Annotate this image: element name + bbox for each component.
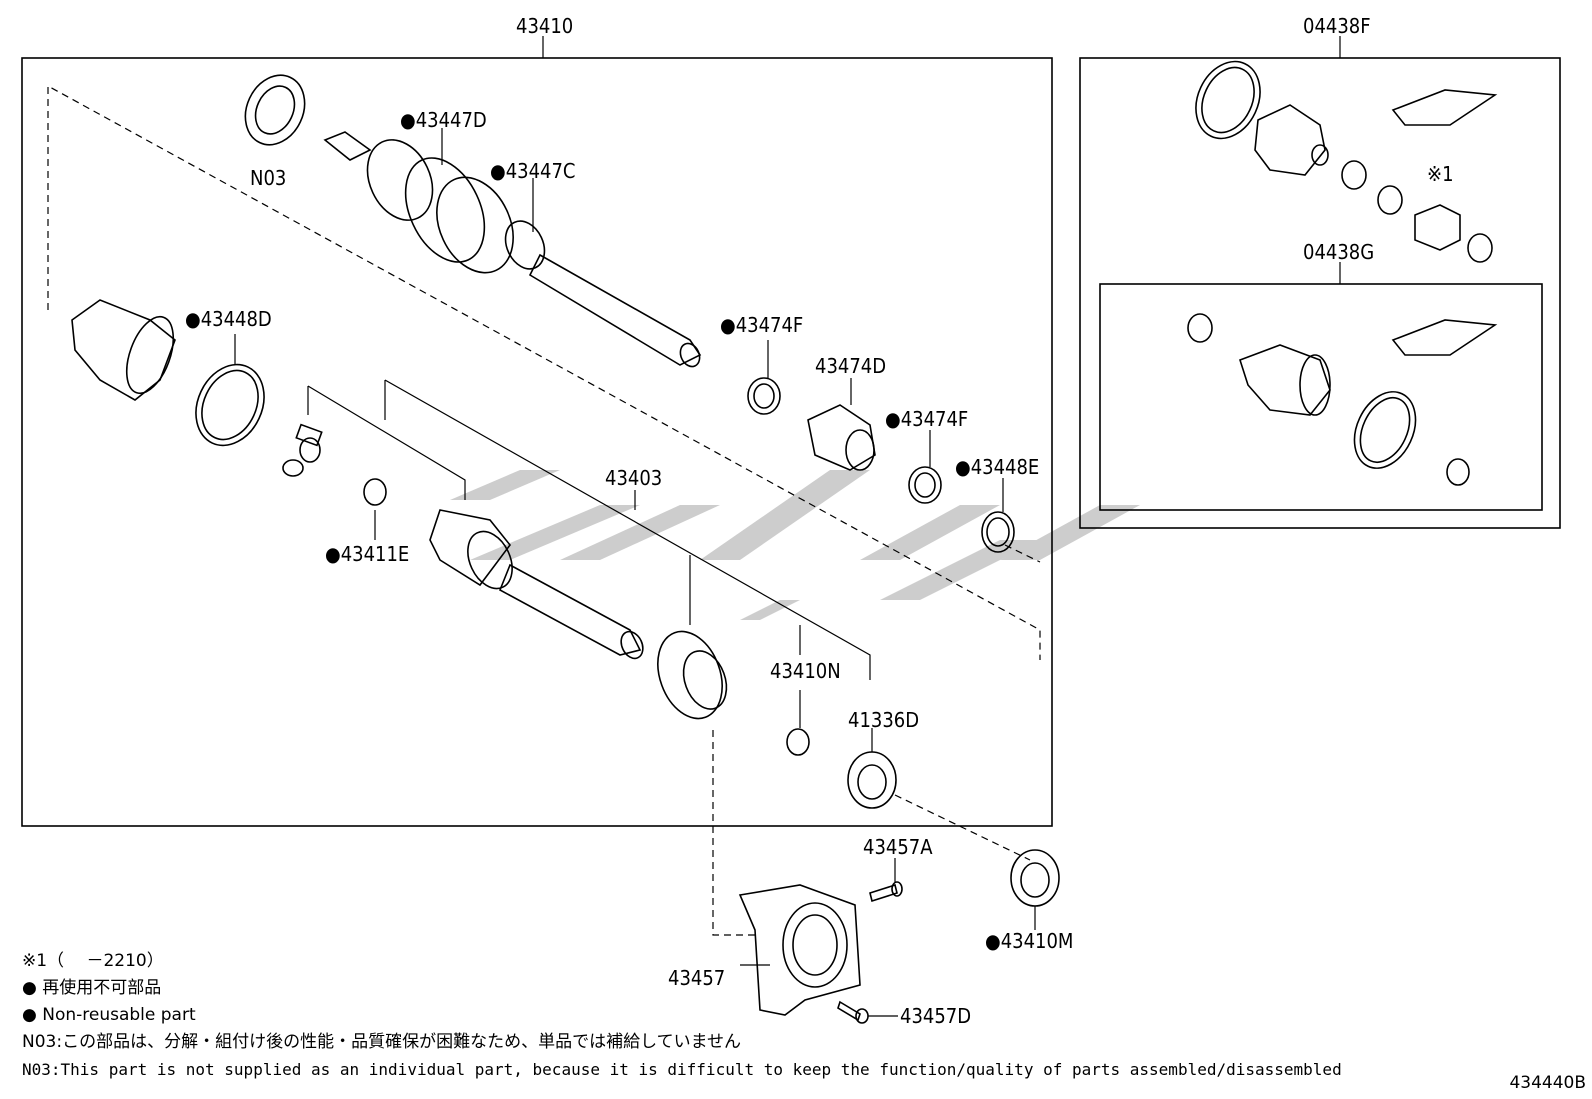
label-43448D: ●43448D [185,307,272,331]
label-41336D: 41336D [848,708,919,732]
label-43474F-b: ●43474F [885,407,968,431]
tripod-joint [282,423,323,477]
boot-clamp-43448E [981,511,1015,553]
label-04438G: 04438G [1303,240,1374,264]
kit-g-parts [1187,313,1498,486]
label-43410: 43410 [516,14,573,38]
label-43411E: ●43411E [325,542,409,566]
label-43410N: 43410N [770,659,841,683]
label-43474F-a: ●43474F [720,313,803,337]
oil-seal-43410M [1010,849,1060,907]
bolt-43457A [869,881,903,903]
label-43457: 43457 [668,966,725,990]
ref-note: ※1（ －2210） [22,951,164,971]
kit-f-parts [1195,60,1498,263]
outboard-shaft-assembly [323,131,702,368]
watermark-logo [450,470,1140,620]
inboard-shaft-assembly [429,509,644,660]
label-43457D: 43457D [900,1004,971,1028]
assembly-43410-frame [21,57,1053,827]
legend-notes: ※1（ －2210） ● 再使用不可部品 ● Non-reusable part… [22,948,1342,1083]
boot-clamp-43474F-b [908,466,942,504]
label-n03: N03 [250,166,286,190]
label-43448E: ●43448E [955,455,1039,479]
label-43474D: 43474D [815,354,886,378]
nonreusable-note-en: ● Non-reusable part [22,1005,196,1025]
label-04438F: 04438F [1303,14,1371,38]
label-ref1: ※1 [1427,162,1454,186]
label-43447D: ●43447D [400,108,487,132]
boot-clamp-43448D [195,363,265,447]
alignment-dashed-line [47,84,1041,660]
nonreusable-note-jp: ● 再使用不可部品 [22,978,162,998]
n03-note-en: N03:This part is not supplied as an indi… [22,1060,1342,1079]
kit-04438F-frame [1079,57,1561,529]
boot-clamp-43474F-a [747,377,781,415]
center-bearing-bracket [657,630,728,720]
diagram-code: 434440B [1509,1073,1586,1093]
oil-seal-41336D [847,751,897,809]
snap-ring-43410N [786,728,810,756]
label-43457A: 43457A [863,835,933,859]
kit-04438G-frame [1099,283,1543,511]
snap-ring-43411E [363,478,387,506]
label-43403: 43403 [605,466,662,490]
joint-43474D [807,404,876,471]
n03-seal-ring [244,74,306,146]
label-43447C: ●43447C [490,159,576,183]
label-43410M: ●43410M [985,929,1073,953]
bearing-bracket-43457 [738,884,861,1016]
n03-note-jp: N03:この部品は、分解・組付け後の性能・品質確保が困難なため、単品では補給して… [22,1032,742,1052]
inner-boot [71,299,176,401]
